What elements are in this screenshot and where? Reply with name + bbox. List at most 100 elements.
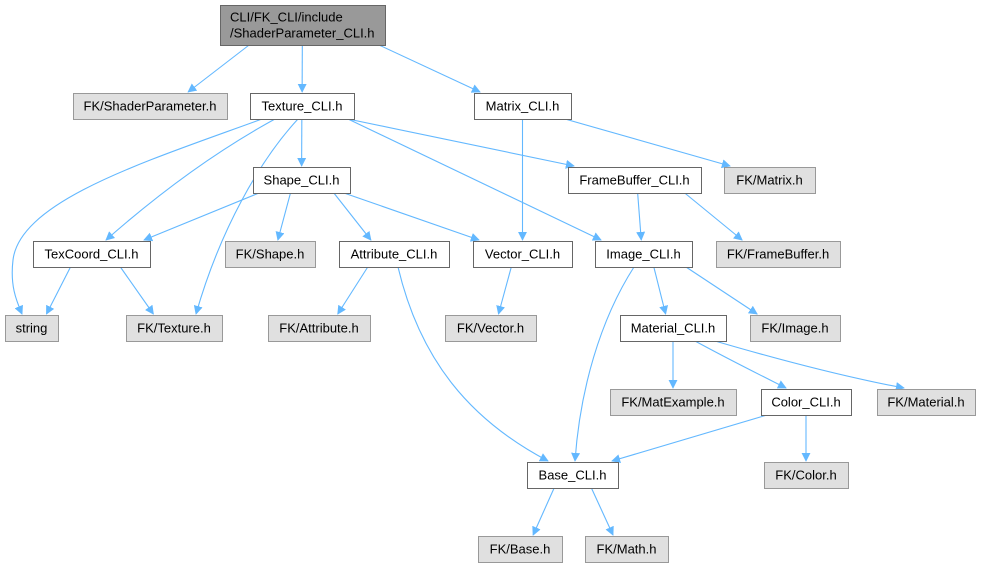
node-fk-vector: FK/Vector.h <box>445 315 537 342</box>
node-label: TexCoord_CLI.h <box>45 247 139 262</box>
node-box[interactable] <box>761 389 852 416</box>
node-fk-matrix: FK/Matrix.h <box>724 167 816 194</box>
node-box <box>268 315 371 342</box>
edge-base-cli-to-fk-base <box>532 487 555 536</box>
node-texture-cli[interactable]: Texture_CLI.h <box>250 93 355 120</box>
node-fk-attribute: FK/Attribute.h <box>268 315 371 342</box>
edge-base-cli-to-fk-math <box>590 487 614 536</box>
node-box <box>877 389 976 416</box>
node-box <box>750 315 841 342</box>
node-label: Color_CLI.h <box>771 395 840 410</box>
edge-shape-cli-to-fk-shape <box>275 192 292 241</box>
node-label: Base_CLI.h <box>539 468 607 483</box>
node-label: string <box>16 321 48 336</box>
node-fk-matexample: FK/MatExample.h <box>610 389 737 416</box>
node-box[interactable] <box>595 241 693 268</box>
edge-texcoord-cli-to-string <box>46 266 71 315</box>
node-fk-image: FK/Image.h <box>750 315 841 342</box>
node-box[interactable] <box>253 167 351 194</box>
node-label: FK/Texture.h <box>137 321 211 336</box>
edge-image-cli-to-fk-image <box>685 266 758 315</box>
node-label: FK/Image.h <box>761 321 828 336</box>
node-box <box>716 241 841 268</box>
node-label: Image_CLI.h <box>606 247 680 262</box>
edge-shape-cli-to-texcoord-cli <box>143 192 260 242</box>
node-label: Attribute_CLI.h <box>351 247 438 262</box>
node-shape-cli[interactable]: Shape_CLI.h <box>253 167 351 194</box>
node-base-cli[interactable]: Base_CLI.h <box>527 462 619 489</box>
node-vector-cli[interactable]: Vector_CLI.h <box>473 241 573 268</box>
node-box <box>225 241 316 268</box>
node-label: Material_CLI.h <box>631 321 716 336</box>
node-label: FK/Color.h <box>775 468 836 483</box>
edge-shape-cli-to-attribute-cli <box>333 192 372 241</box>
node-box[interactable] <box>527 462 619 489</box>
node-label: /ShaderParameter_CLI.h <box>230 26 375 41</box>
edge-attribute-cli-to-fk-attribute <box>337 266 369 315</box>
node-label: Vector_CLI.h <box>485 247 560 262</box>
node-fk-color: FK/Color.h <box>764 462 849 489</box>
edge-texcoord-cli-to-fk-texture <box>119 266 154 315</box>
node-box <box>5 315 59 342</box>
node-label: FK/MatExample.h <box>621 395 724 410</box>
node-box <box>764 462 849 489</box>
node-box[interactable] <box>33 241 151 268</box>
node-string: string <box>5 315 59 342</box>
edge-root-to-matrix-cli <box>378 44 481 93</box>
nodes-layer: CLI/FK_CLI/include/ShaderParameter_CLI.h… <box>5 5 976 563</box>
node-framebuffer-cli[interactable]: FrameBuffer_CLI.h <box>568 167 702 194</box>
edge-root-to-fk-shaderparameter <box>187 44 250 93</box>
node-label: CLI/FK_CLI/include <box>230 10 343 25</box>
edge-texture-cli-to-fk-texture <box>193 118 299 315</box>
node-label: FK/Attribute.h <box>279 321 358 336</box>
node-box <box>585 536 669 563</box>
edge-texture-cli-to-texcoord-cli <box>105 118 276 241</box>
node-label: FK/ShaderParameter.h <box>84 99 217 114</box>
node-box[interactable] <box>339 241 450 268</box>
edge-framebuffer-cli-to-fk-framebuffer <box>684 192 743 241</box>
node-box <box>126 315 223 342</box>
node-label: FK/Matrix.h <box>736 173 802 188</box>
node-box <box>445 315 537 342</box>
edge-framebuffer-cli-to-image-cli <box>636 192 646 241</box>
node-box[interactable] <box>220 5 386 46</box>
node-label: FrameBuffer_CLI.h <box>579 173 689 188</box>
node-fk-base: FK/Base.h <box>478 536 563 563</box>
node-label: Texture_CLI.h <box>262 99 343 114</box>
node-box[interactable] <box>620 315 727 342</box>
node-label: FK/Math.h <box>597 542 657 557</box>
node-box[interactable] <box>474 93 572 120</box>
node-texcoord-cli[interactable]: TexCoord_CLI.h <box>33 241 151 268</box>
node-box <box>724 167 816 194</box>
node-fk-framebuffer: FK/FrameBuffer.h <box>716 241 841 268</box>
node-image-cli[interactable]: Image_CLI.h <box>595 241 693 268</box>
node-fk-shaderparameter: FK/ShaderParameter.h <box>73 93 228 120</box>
node-label: Shape_CLI.h <box>264 173 340 188</box>
node-label: FK/Shape.h <box>236 247 305 262</box>
node-fk-material: FK/Material.h <box>877 389 976 416</box>
node-label: FK/Vector.h <box>457 321 524 336</box>
edge-shape-cli-to-vector-cli <box>343 192 480 242</box>
node-fk-shape: FK/Shape.h <box>225 241 316 268</box>
node-label: FK/Base.h <box>490 542 551 557</box>
edge-vector-cli-to-fk-vector <box>496 266 512 315</box>
edges-layer <box>11 44 905 536</box>
node-attribute-cli[interactable]: Attribute_CLI.h <box>339 241 450 268</box>
node-matrix-cli[interactable]: Matrix_CLI.h <box>474 93 572 120</box>
node-color-cli[interactable]: Color_CLI.h <box>761 389 852 416</box>
node-label: FK/FrameBuffer.h <box>727 247 829 262</box>
edge-texture-cli-to-image-cli <box>347 118 602 241</box>
node-fk-texture: FK/Texture.h <box>126 315 223 342</box>
edge-material-cli-to-fk-material <box>714 340 905 391</box>
node-box[interactable] <box>568 167 702 194</box>
node-label: FK/Material.h <box>887 395 964 410</box>
node-root[interactable]: CLI/FK_CLI/include/ShaderParameter_CLI.h <box>220 5 386 46</box>
node-box[interactable] <box>473 241 573 268</box>
node-box[interactable] <box>250 93 355 120</box>
node-material-cli[interactable]: Material_CLI.h <box>620 315 727 342</box>
node-box <box>73 93 228 120</box>
edge-image-cli-to-base-cli <box>571 266 635 462</box>
edge-texture-cli-to-string <box>11 118 263 315</box>
node-label: Matrix_CLI.h <box>486 99 560 114</box>
